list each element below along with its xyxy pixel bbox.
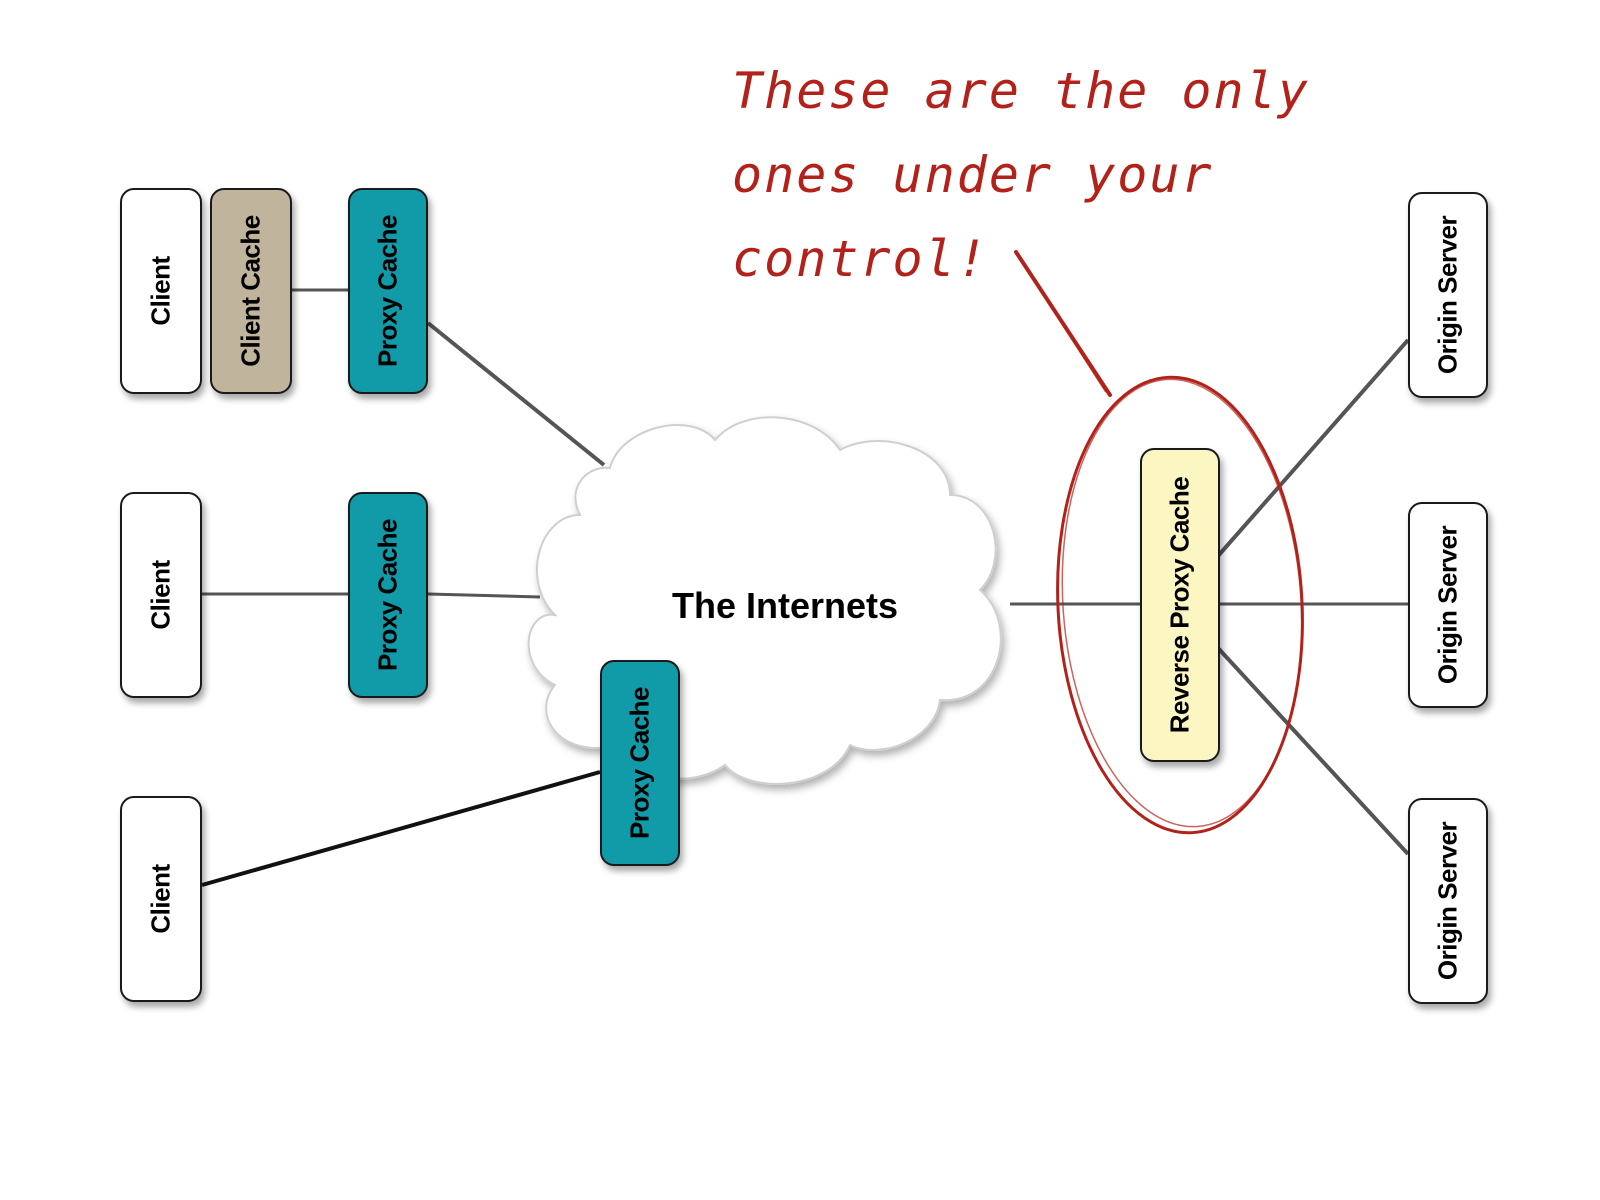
proxy-cache-box-3: Proxy Cache (600, 660, 680, 866)
annotation-line-3: control! (732, 230, 989, 288)
origin-server-box-1: Origin Server (1408, 192, 1488, 398)
annotation-ellipse-stroke-2 (1061, 378, 1303, 828)
origin-server-box-2: Origin Server (1408, 502, 1488, 708)
client-box-2: Client (120, 492, 202, 698)
annotation-ellipse (1056, 375, 1304, 835)
origin-server-label-3: Origin Server (1432, 821, 1463, 981)
client-cache-label: Client Cache (235, 215, 266, 367)
origin-server-label-1: Origin Server (1432, 215, 1463, 375)
reverse-proxy-cache-box: Reverse Proxy Cache (1140, 448, 1220, 762)
connector-client-3-to-proxy-3 (201, 770, 601, 887)
connector-reverse-to-origin-3 (1216, 646, 1410, 856)
proxy-cache-label-2: Proxy Cache (372, 518, 403, 672)
connector-proxy-1-to-internet (426, 321, 606, 467)
reverse-proxy-cache-label: Reverse Proxy Cache (1164, 476, 1195, 734)
client-label-1: Client (145, 256, 176, 326)
client-cache-box: Client Cache (210, 188, 292, 394)
origin-server-box-3: Origin Server (1408, 798, 1488, 1004)
annotation-line-1: These are the only (732, 62, 1310, 120)
connector-reverse-to-origin-1 (1216, 338, 1410, 558)
client-box-1: Client (120, 188, 202, 394)
annotation-pointer-stroke-2 (1019, 257, 1107, 393)
connector-proxy-2-to-internet (427, 592, 541, 599)
annotation-line-2: ones under your (732, 146, 1214, 204)
client-label-3: Client (145, 864, 176, 934)
proxy-cache-label-3: Proxy Cache (624, 686, 655, 840)
origin-server-label-2: Origin Server (1432, 525, 1463, 685)
client-label-2: Client (145, 560, 176, 630)
internet-cloud-label: The Internets (671, 585, 899, 626)
proxy-cache-box-1: Proxy Cache (348, 188, 428, 394)
proxy-cache-box-2: Proxy Cache (348, 492, 428, 698)
client-box-3: Client (120, 796, 202, 1002)
proxy-cache-label-1: Proxy Cache (372, 214, 403, 368)
